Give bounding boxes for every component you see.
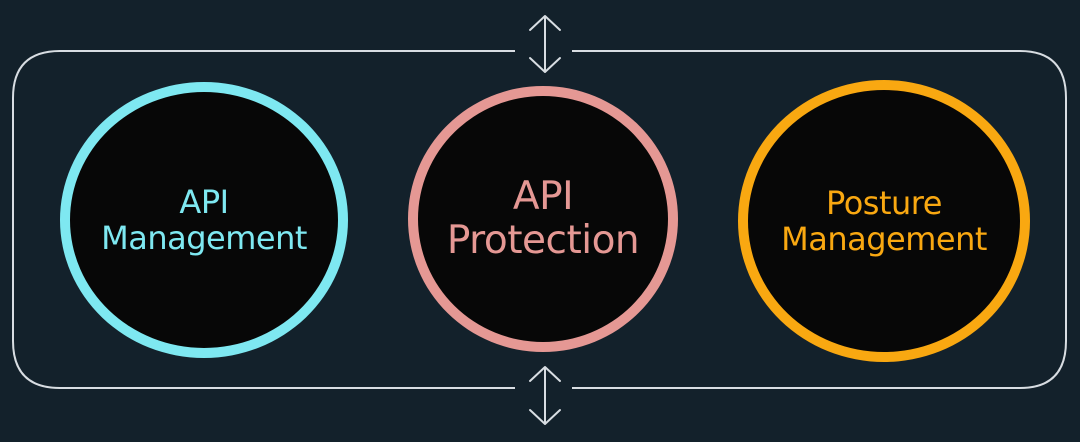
api-protection-label: API Protection: [446, 173, 640, 263]
posture-management-label: Posture Management: [781, 183, 987, 258]
posture-management-circle: Posture Management: [738, 80, 1030, 362]
api-management-circle: API Management: [60, 82, 348, 358]
frame-border-right: [572, 50, 1067, 389]
double-arrow-vertical-icon: [529, 15, 561, 73]
frame-border: [12, 50, 515, 389]
api-protection-circle: API Protection: [408, 86, 678, 352]
double-arrow-vertical-icon: [529, 366, 561, 425]
api-management-label: API Management: [101, 182, 307, 257]
